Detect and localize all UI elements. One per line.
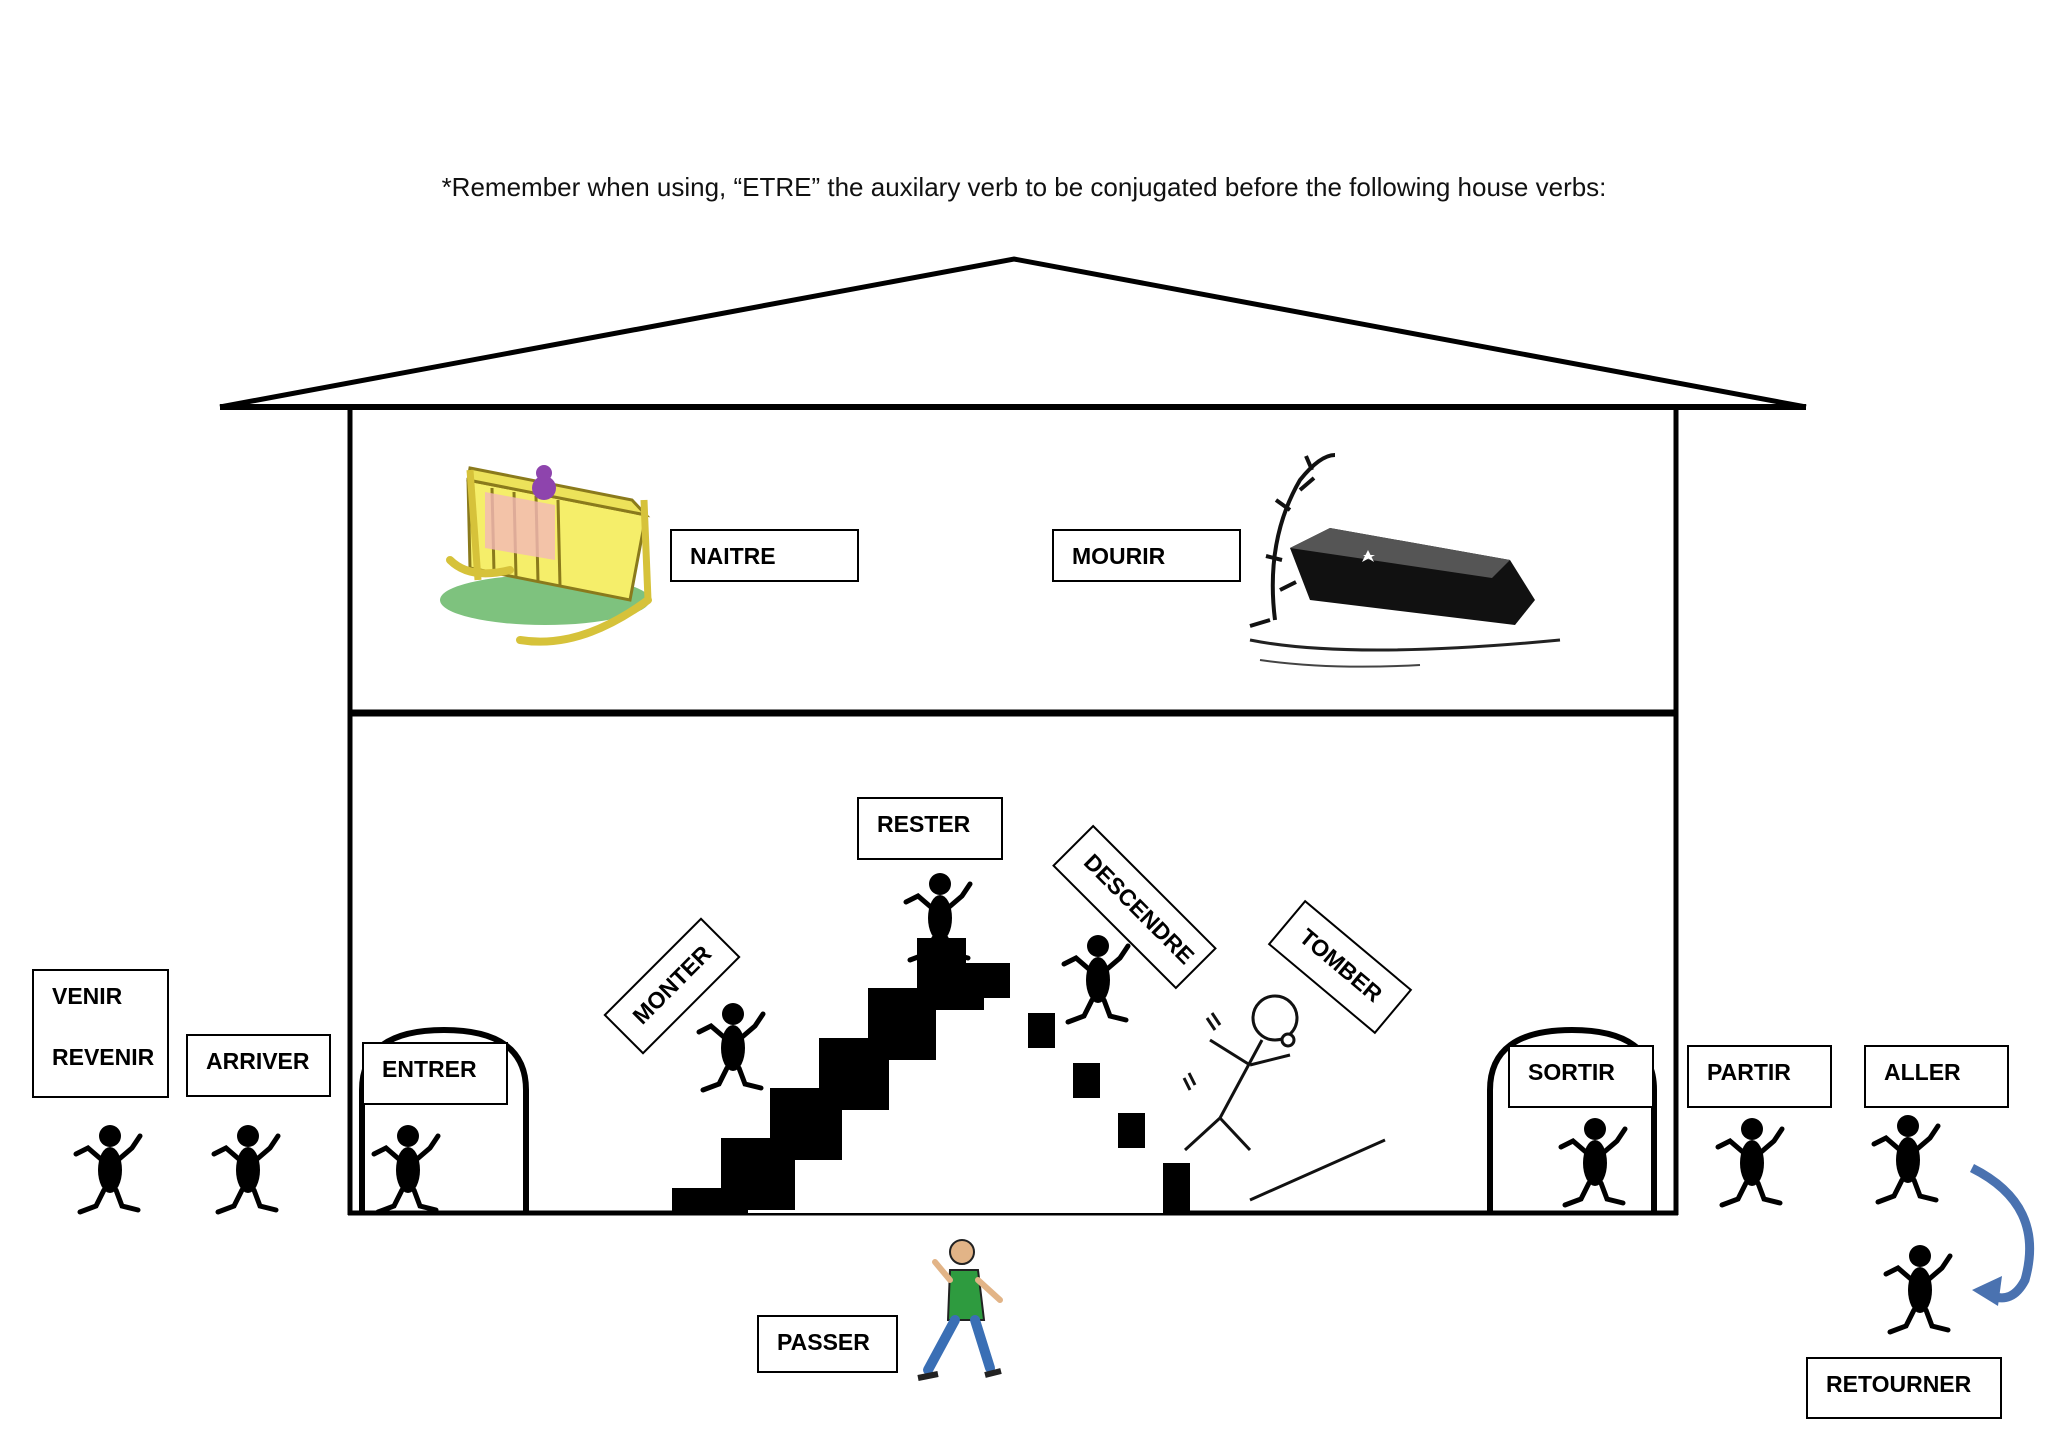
- label-entrer: ENTRER: [362, 1042, 508, 1105]
- stick-figure-icon: [1064, 935, 1128, 1022]
- label-naitre: NAITRE: [670, 529, 859, 582]
- label-revenir: REVENIR: [52, 1044, 155, 1070]
- stick-figure-icon: [1718, 1118, 1782, 1205]
- cradle-icon: [440, 465, 652, 646]
- stick-figure-icon: [1561, 1118, 1625, 1205]
- return-arrow-icon: [1972, 1276, 2002, 1306]
- stick-figure-icon: [1886, 1245, 1950, 1332]
- label-sortir: SORTIR: [1508, 1045, 1654, 1108]
- walking-man-icon: [917, 1239, 1003, 1381]
- stick-figure-icon: [699, 1003, 763, 1090]
- page-title: *Remember when using, “ETRE” the auxilar…: [441, 172, 1607, 202]
- stick-figure-icon: [214, 1125, 278, 1212]
- roof: [219, 256, 1807, 410]
- label-venir: VENIR: [52, 983, 123, 1009]
- label-rester: RESTER: [857, 797, 1003, 860]
- stick-figure-icon: [1874, 1115, 1938, 1202]
- coffin-icon: [1249, 453, 1561, 668]
- label-venir-revenir: VENIR REVENIR: [32, 969, 169, 1098]
- stick-figure-icon: [374, 1125, 438, 1212]
- label-retourner: RETOURNER: [1806, 1357, 2002, 1419]
- return-arrow-icon: [1969, 1163, 2035, 1303]
- stick-figure-icon: [76, 1125, 140, 1212]
- label-partir: PARTIR: [1687, 1045, 1832, 1108]
- label-passer: PASSER: [757, 1315, 898, 1373]
- label-aller: ALLER: [1864, 1045, 2009, 1108]
- falling-man-icon: [1182, 994, 1386, 1202]
- label-mourir: MOURIR: [1052, 529, 1241, 582]
- staircase-inner: [748, 998, 1163, 1213]
- label-arriver: ARRIVER: [186, 1034, 331, 1097]
